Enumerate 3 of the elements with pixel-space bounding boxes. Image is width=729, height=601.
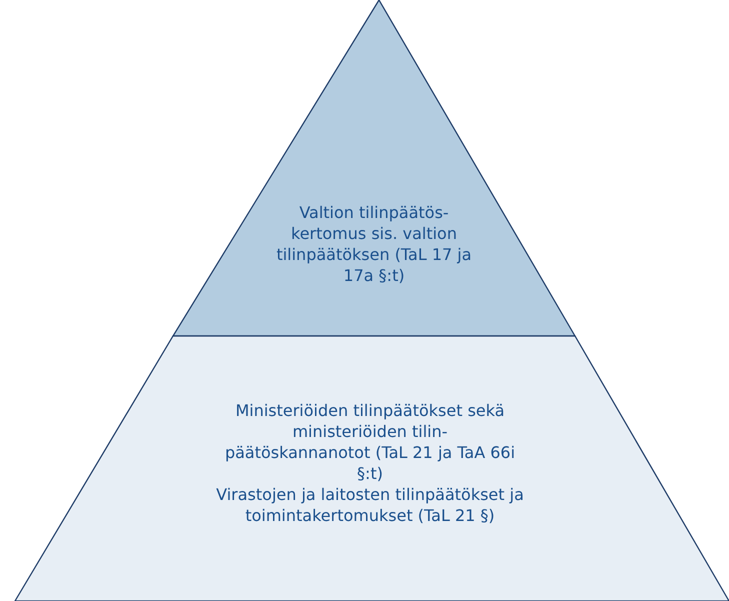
tier-text: Ministeriöiden tilinpäätökset sekä ministeriöiden tilin-päätöskannanotot (TaL 21 ja TaA 66i §:t) <box>224 400 516 484</box>
tier-text: Virastojen ja laitosten tilinpäätökset ja toimintakertomukset (TaL 21 §) <box>215 484 525 526</box>
tier-text: Valtion tilinpäätös-kertomus sis. valtion tilinpäätöksen (TaL 17 ja 17a §:t) <box>275 202 473 286</box>
